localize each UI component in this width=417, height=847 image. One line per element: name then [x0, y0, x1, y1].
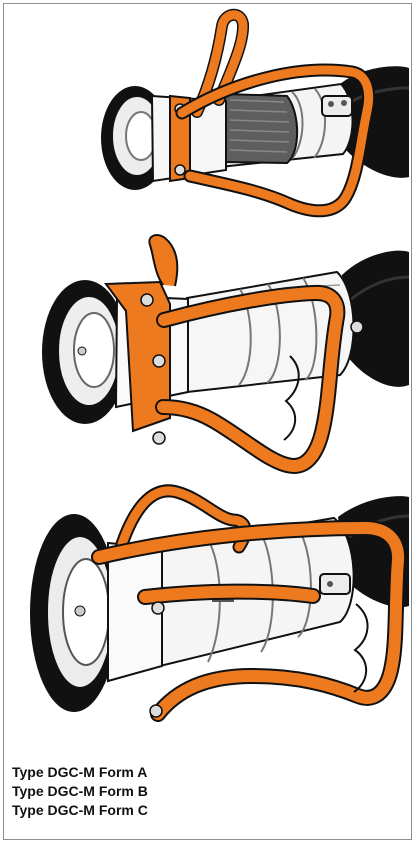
coupling-form-b-image — [42, 234, 410, 474]
caption-form-c: Type DGC-M Form C — [12, 802, 148, 818]
coupling-form-a-image — [101, 8, 410, 218]
caption-block: Type DGC-M Form A Type DGC-M Form B Type… — [12, 763, 402, 820]
caption-form-a: Type DGC-M Form A — [12, 764, 148, 780]
coupling-illustrations — [30, 8, 410, 722]
caption-form-b: Type DGC-M Form B — [12, 783, 148, 799]
coupling-form-c-image — [30, 484, 410, 722]
